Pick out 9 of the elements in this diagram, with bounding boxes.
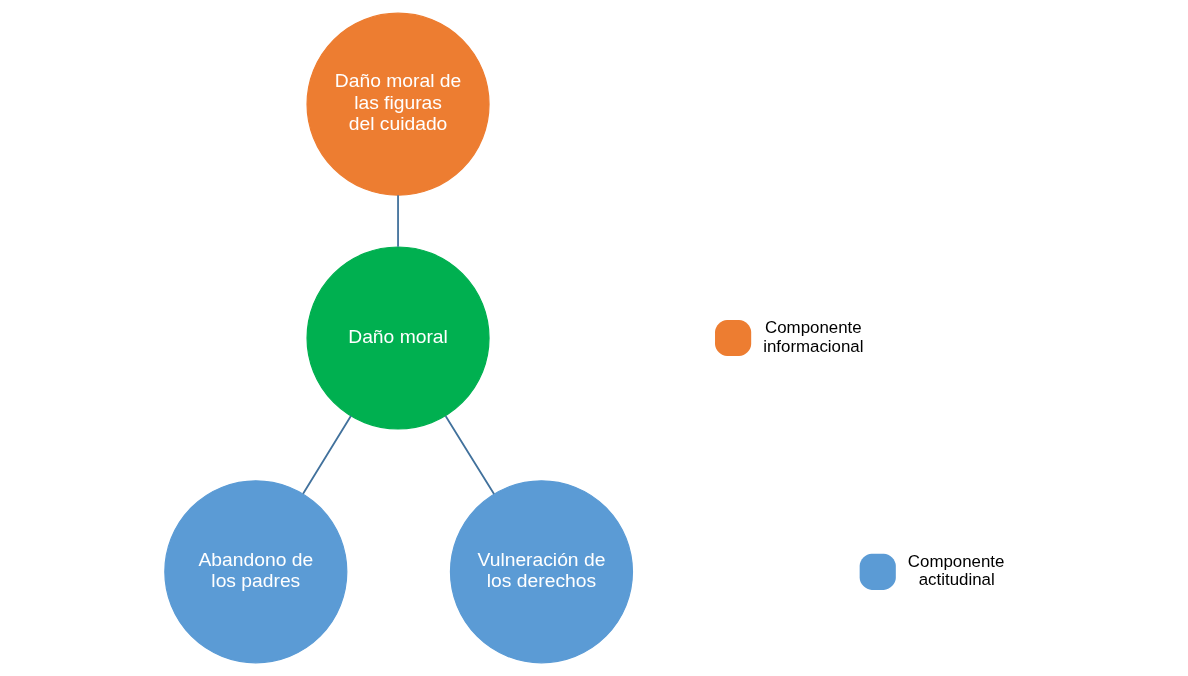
legend-label: Componente informacional	[762, 318, 864, 356]
node-circle: Abandono de los padres	[163, 480, 347, 664]
node-circle: Daño moral de las figuras del cuidado	[305, 12, 490, 196]
legend-label: Componente actitudinal	[907, 552, 1004, 590]
connector	[301, 415, 352, 495]
node-circle: Daño moral	[305, 246, 490, 430]
connector	[396, 194, 399, 248]
connector	[444, 415, 495, 495]
node-circle: Vulneración de los derechos	[449, 480, 633, 664]
